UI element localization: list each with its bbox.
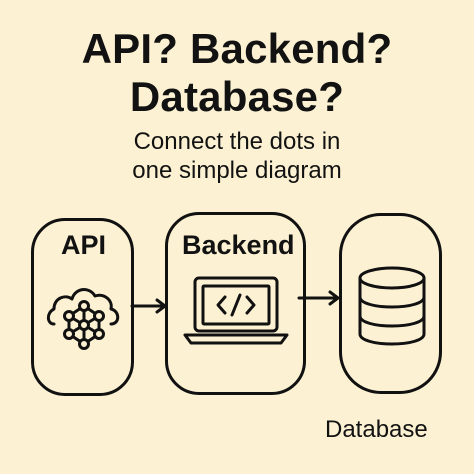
subtitle-line-2: one simple diagram xyxy=(132,157,342,184)
database-node xyxy=(339,213,442,394)
api-label: API xyxy=(61,230,107,260)
arrow-api-to-backend xyxy=(130,298,167,314)
title-line-2: Database? xyxy=(129,73,345,120)
database-label: Database xyxy=(325,416,428,443)
arrow-backend-to-database xyxy=(297,290,340,306)
title-line-1: API? Backend? xyxy=(81,25,393,72)
cloud-network-icon xyxy=(46,288,120,350)
backend-node xyxy=(165,212,306,395)
database-icon xyxy=(358,266,426,346)
subtitle-line-1: Connect the dots in xyxy=(133,128,341,155)
backend-label: Backend xyxy=(182,230,295,260)
laptop-code-icon xyxy=(183,276,289,345)
